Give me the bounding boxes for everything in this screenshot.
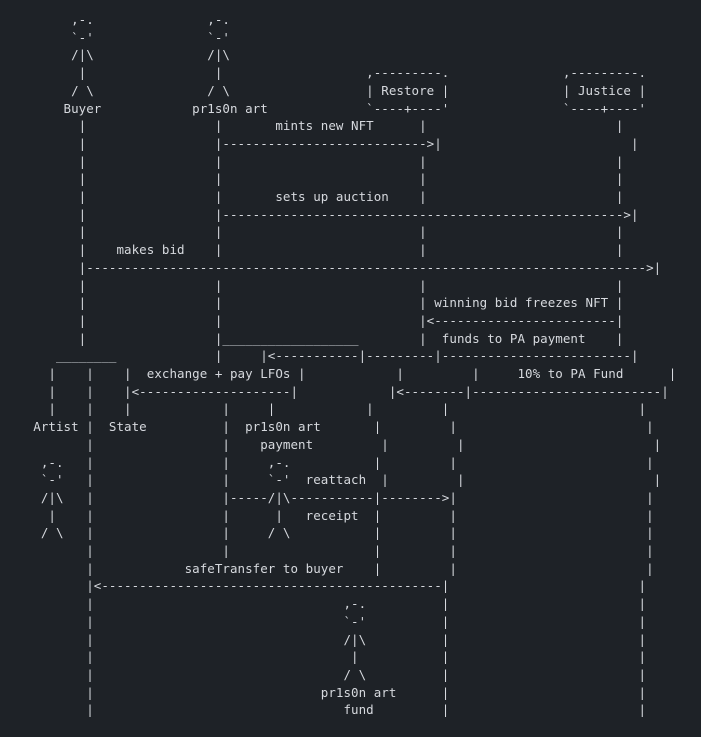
diagram-line: | |--------------------------->| | [3, 135, 639, 151]
diagram-line: | | |<------------------------| [3, 312, 624, 328]
diagram-line: | | sets up auction | | [3, 189, 624, 204]
diagram-line: | | | | [3, 277, 624, 293]
diagram-line: ________ | |<-----------|---------|-----… [3, 348, 639, 364]
diagram-line: | | |<--------------------| |<--------|-… [3, 383, 669, 399]
diagram-line: | |__________________ | funds to PA paym… [3, 330, 624, 346]
diagram-line: Artist | State | pr1s0n art | | | [3, 419, 654, 435]
diagram-line: | makes bid | | | [3, 242, 624, 258]
diagram-line: | | | winning bid freezes NFT | [3, 295, 624, 311]
diagram-line: | | payment | | | [3, 436, 662, 452]
diagram-line: | `-' | | [3, 613, 647, 629]
diagram-line: | | | | [3, 224, 624, 240]
diagram-line: | fund | | [3, 702, 647, 718]
diagram-line: |<--------------------------------------… [3, 578, 647, 594]
diagram-line: | | mints new NFT | | [3, 118, 624, 134]
diagram-line: |---------------------------------------… [3, 259, 662, 275]
diagram-line: ,-. | | ,-. | | | [3, 454, 654, 470]
diagram-line: | | | | | [3, 543, 654, 558]
diagram-line: | /|\ | | [3, 631, 647, 647]
diagram-line: | safeTransfer to buyer | | | [3, 560, 654, 576]
diagram-line: | | | | [3, 649, 647, 665]
diagram-line: | | | | receipt | | | [3, 507, 654, 523]
diagram-line: | / \ | | [3, 666, 647, 682]
diagram-line: / \ | | / \ | | | [3, 525, 654, 541]
diagram-line: `-' `-' [3, 29, 230, 45]
diagram-line: | | | exchange + pay LFOs | | | 10% to P… [3, 366, 677, 381]
diagram-line: ,-. ,-. [3, 12, 230, 27]
diagram-line: | | | | [3, 171, 624, 187]
diagram-line: | | | | | | | | [3, 401, 647, 417]
diagram-line: | | | | [3, 153, 624, 169]
diagram-line: | ,-. | | [3, 596, 647, 612]
diagram-line: /|\ | |-----/|\-----------|-------->| | [3, 489, 654, 505]
diagram-line: | | ,---------. ,---------. [3, 65, 647, 81]
diagram-line: Buyer pr1s0n art `----+----' `----+----' [3, 100, 647, 116]
diagram-line: | |-------------------------------------… [3, 206, 639, 222]
diagram-line: / \ / \ | Restore | | Justice | [3, 82, 647, 98]
diagram-line: `-' | | `-' reattach | | | [3, 472, 662, 488]
diagram-line: | pr1s0n art | | [3, 684, 647, 700]
diagram-line: /|\ /|\ [3, 47, 230, 63]
